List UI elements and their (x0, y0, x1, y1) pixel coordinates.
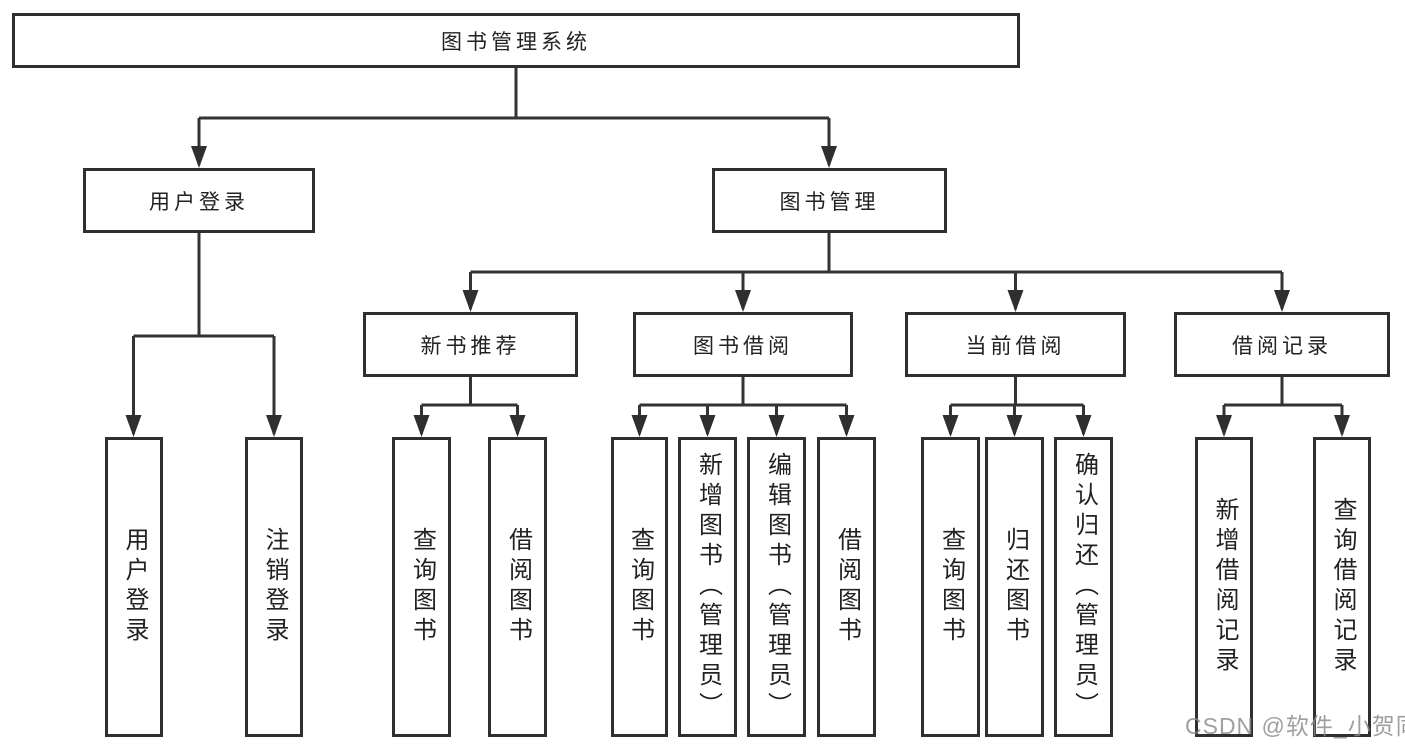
leaf-query-books-borrowing: 查询图书 (611, 437, 668, 737)
node-borrowing-records: 借阅记录 (1174, 312, 1390, 377)
leaf-label: 查询图书 (408, 527, 436, 647)
arrow-down-icon (1075, 415, 1092, 437)
leaf-query-borrow-record: 查询借阅记录 (1313, 437, 1371, 737)
arrow-down-icon (942, 415, 959, 437)
connector-book-borrowing (638, 377, 848, 434)
arrow-down-icon (1216, 415, 1232, 437)
node-label: 图书借阅 (693, 334, 793, 358)
leaf-label: 注销登录 (261, 527, 288, 647)
arrow-down-icon (768, 415, 785, 437)
connector-borrow-records (1222, 377, 1344, 434)
arrow-down-icon (266, 415, 282, 437)
leaf-query-books-newbook: 查询图书 (392, 437, 451, 737)
leaf-borrow-books-borrowing: 借阅图书 (817, 437, 876, 737)
node-user-login: 用户登录 (83, 168, 315, 233)
arrow-down-icon (699, 415, 716, 437)
connector-root (197, 68, 831, 165)
leaf-label: 查询借阅记录 (1329, 497, 1356, 677)
arrow-down-icon (1274, 290, 1290, 312)
connector-new-book (420, 377, 519, 434)
leaf-borrow-books-newbook: 借阅图书 (488, 437, 547, 737)
leaf-label: 借阅图书 (833, 527, 861, 647)
leaf-return-books: 归还图书 (985, 437, 1044, 737)
leaf-edit-books-admin: 编辑图书（管理员） (747, 437, 806, 737)
arrow-down-icon (838, 415, 855, 437)
leaf-user-login: 用户登录 (105, 437, 163, 737)
arrow-down-icon (125, 415, 142, 437)
leaf-label: 确认归还（管理员） (1070, 452, 1098, 722)
leaf-label: 新增图书（管理员） (694, 452, 722, 722)
node-label: 图书管理 (779, 190, 880, 214)
arrowheads (125, 146, 1350, 437)
node-current-borrowing: 当前借阅 (905, 312, 1126, 377)
leaf-label: 查询图书 (937, 527, 965, 647)
leaf-label: 用户登录 (121, 527, 148, 647)
node-book-borrowing: 图书借阅 (633, 312, 853, 377)
node-label: 用户登录 (149, 190, 249, 214)
leaf-label: 查询图书 (626, 527, 654, 647)
node-label: 当前借阅 (965, 334, 1066, 358)
node-new-book-recommend: 新书推荐 (363, 312, 578, 377)
arrow-down-icon (1006, 415, 1023, 437)
leaf-label: 归还图书 (1001, 527, 1029, 647)
node-root-system: 图书管理系统 (12, 13, 1020, 68)
leaf-logout: 注销登录 (245, 437, 303, 737)
node-book-management: 图书管理 (712, 168, 947, 233)
leaf-add-books-admin: 新增图书（管理员） (678, 437, 737, 737)
leaf-query-books-current: 查询图书 (921, 437, 980, 737)
arrow-down-icon (509, 415, 526, 437)
arrow-down-icon (191, 146, 207, 168)
leaf-label: 编辑图书（管理员） (763, 452, 791, 722)
arrow-down-icon (821, 146, 837, 168)
leaf-confirm-return-admin: 确认归还（管理员） (1054, 437, 1113, 737)
leaf-add-borrow-record: 新增借阅记录 (1195, 437, 1253, 737)
connector-book-management (469, 233, 1284, 309)
node-root-label: 图书管理系统 (441, 30, 591, 54)
arrow-down-icon (1007, 290, 1024, 312)
arrow-down-icon (1334, 415, 1350, 437)
arrow-down-icon (413, 415, 430, 437)
csdn-watermark: CSDN @软件_小贺同学 (1185, 713, 1405, 739)
node-label: 借阅记录 (1232, 334, 1332, 358)
arrow-down-icon (462, 290, 479, 312)
arrow-down-icon (735, 290, 751, 312)
connector-user-login (132, 233, 276, 434)
node-label: 新书推荐 (420, 334, 521, 358)
leaf-label: 新增借阅记录 (1211, 497, 1238, 677)
leaf-label: 借阅图书 (504, 527, 532, 647)
arrow-down-icon (631, 415, 648, 437)
